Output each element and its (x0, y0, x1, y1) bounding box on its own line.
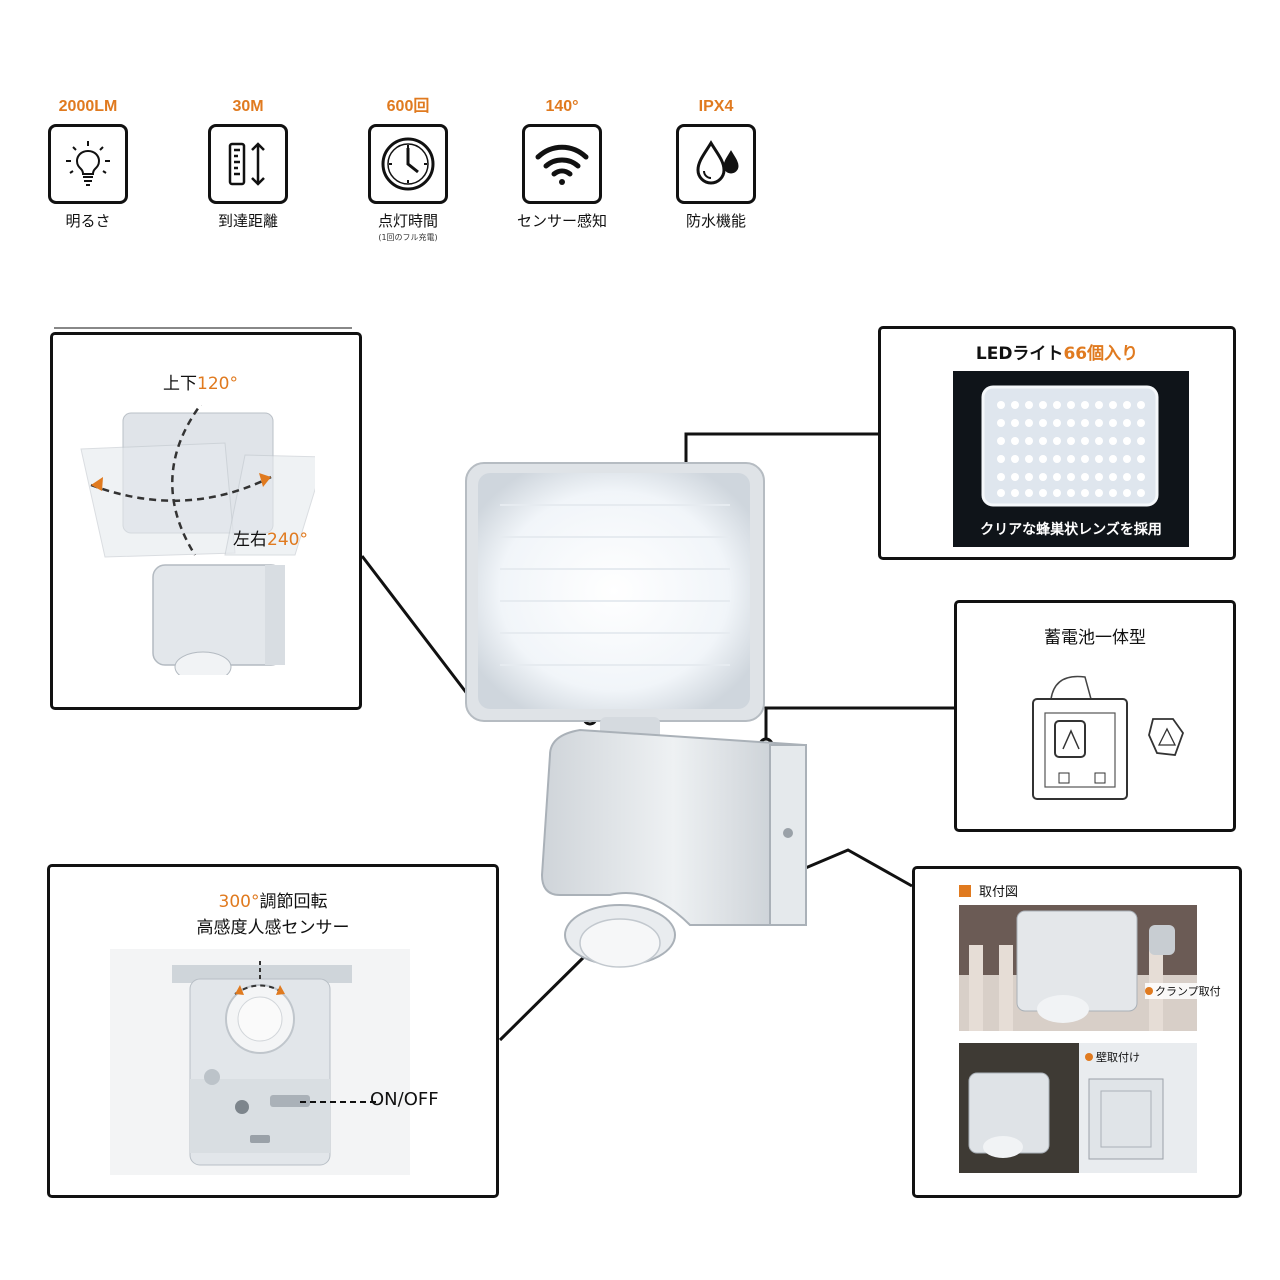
led-title-count: 66個入り (1063, 344, 1139, 364)
rotation-illustration (80, 405, 315, 675)
horizontal-rotation-label: 左右240° (233, 525, 308, 550)
led-caption: クリアな蜂巣状レンズを採用 (980, 522, 1162, 538)
sensor-photo (110, 949, 410, 1175)
wall-label: 壁取付け (1085, 1049, 1140, 1065)
sensor-title-suffix: 調節回転 (259, 892, 328, 912)
clock-icon (368, 124, 448, 204)
horizontal-rotation-prefix: 左右 (233, 530, 267, 550)
horizontal-rotation-angle: 240° (267, 530, 308, 550)
mount-title-text: 取付図 (979, 885, 1019, 900)
clamp-mount-photo (959, 905, 1197, 1031)
wall-mount-image (959, 1043, 1197, 1173)
mount-panel-title: 取付図 (959, 881, 1018, 900)
led-panel-title: LEDライト66個入り (881, 339, 1233, 364)
product-main-image (465, 462, 807, 968)
led-photo: クリアな蜂巣状レンズを採用 (953, 371, 1189, 547)
battery-panel: 蓄電池一体型 (954, 600, 1236, 832)
spec-distance: 30M 到達距離 (198, 96, 298, 231)
spec-value: IPX4 (698, 98, 734, 115)
spec-sensor: 140° センサー感知 (512, 96, 612, 231)
spec-sublabel: (1回のフル充電) (378, 233, 438, 242)
clamp-label-text: クランプ取付 (1155, 985, 1221, 998)
led-title-prefix: LEDライト (975, 344, 1064, 364)
sensor-panel-title: 300°調節回転 (50, 887, 496, 912)
spec-label: 到達距離 (217, 212, 278, 230)
switch-label: ON/OFF (370, 1089, 439, 1110)
sensor-panel: 300°調節回転 高感度人感センサー ON/OFF (47, 864, 499, 1198)
vertical-rotation-angle: 120° (197, 374, 238, 394)
rotation-panel: 上下120° 左右240° (50, 332, 362, 710)
battery-diagram (1032, 675, 1185, 800)
led-array-image (981, 385, 1159, 507)
orange-square-icon (959, 884, 971, 897)
clamp-label: クランプ取付 (1145, 983, 1221, 999)
spec-runtime: 600回 点灯時間 (1回のフル充電) (358, 96, 458, 243)
bulb-icon (48, 124, 128, 204)
spec-value: 2000LM (58, 98, 118, 115)
vertical-rotation-label: 上下120° (163, 369, 238, 394)
vertical-rotation-prefix: 上下 (163, 374, 197, 394)
wall-label-text: 壁取付け (1096, 1051, 1140, 1064)
sensor-closeup-image (172, 961, 352, 1166)
wall-mount-photo (959, 1043, 1197, 1173)
spec-label: 点灯時間 (377, 212, 438, 230)
sensor-panel-subtitle: 高感度人感センサー (196, 918, 350, 938)
spec-value: 30M (232, 98, 264, 115)
orange-dot-icon (1145, 987, 1153, 995)
sensor-angle: 300° (218, 892, 260, 912)
spec-label: 明るさ (65, 212, 111, 230)
spec-waterproof: IPX4 防水機能 (666, 96, 766, 231)
wifi-signal-icon (522, 124, 602, 204)
clamp-mount-image (959, 905, 1197, 1031)
spec-value: 140° (545, 98, 579, 115)
spec-label: センサー感知 (516, 212, 607, 230)
spec-value: 600回 (386, 98, 430, 115)
mount-panel: 取付図 クランプ取付 壁取付け (912, 866, 1242, 1198)
distance-icon (208, 124, 288, 204)
led-panel: LEDライト66個入り クリアな蜂巣状レンズを採用 (878, 326, 1236, 560)
orange-dot-icon (1085, 1053, 1093, 1061)
spec-brightness: 2000LM 明るさ (38, 96, 138, 231)
spec-label: 防水機能 (685, 212, 746, 230)
battery-panel-title: 蓄電池一体型 (1044, 628, 1146, 648)
switch-pointer-line (300, 1101, 380, 1103)
water-drop-icon (676, 124, 756, 204)
